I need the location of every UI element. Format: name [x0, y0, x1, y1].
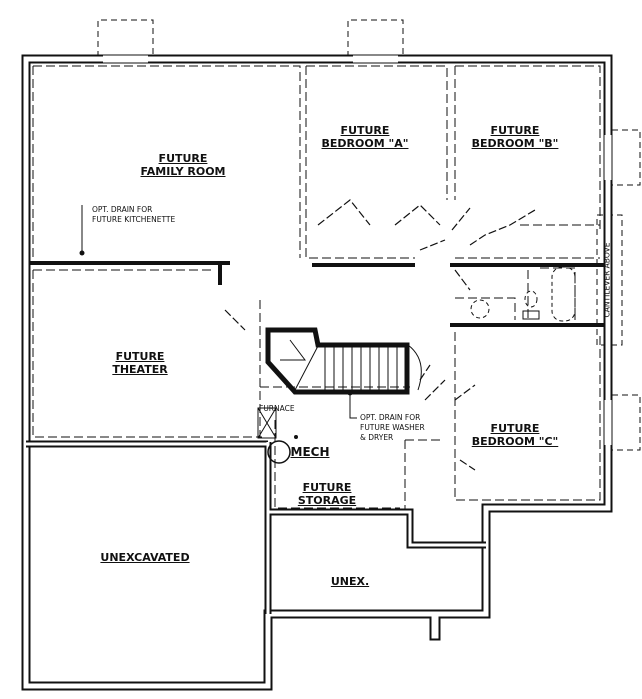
stair-enclosure: [265, 327, 410, 395]
window-bump-right-top: [612, 129, 641, 186]
window-bump-right-bottom: [612, 394, 641, 451]
room-label-unexcavated: UNEXCAVATED: [100, 551, 190, 564]
window-bump-top-right: [347, 19, 404, 57]
interior-walls: [30, 261, 604, 327]
room-label-mech: MECH: [290, 445, 330, 459]
window-bump-top-left: [97, 19, 154, 57]
stair-treads: [280, 339, 422, 391]
room-label-unex: UNEX.: [330, 575, 370, 588]
window-bumpouts: [97, 19, 641, 451]
note-cantilever: CANTILEVER ABOVE: [602, 242, 612, 318]
note-furnace: FURNACE: [259, 404, 295, 413]
